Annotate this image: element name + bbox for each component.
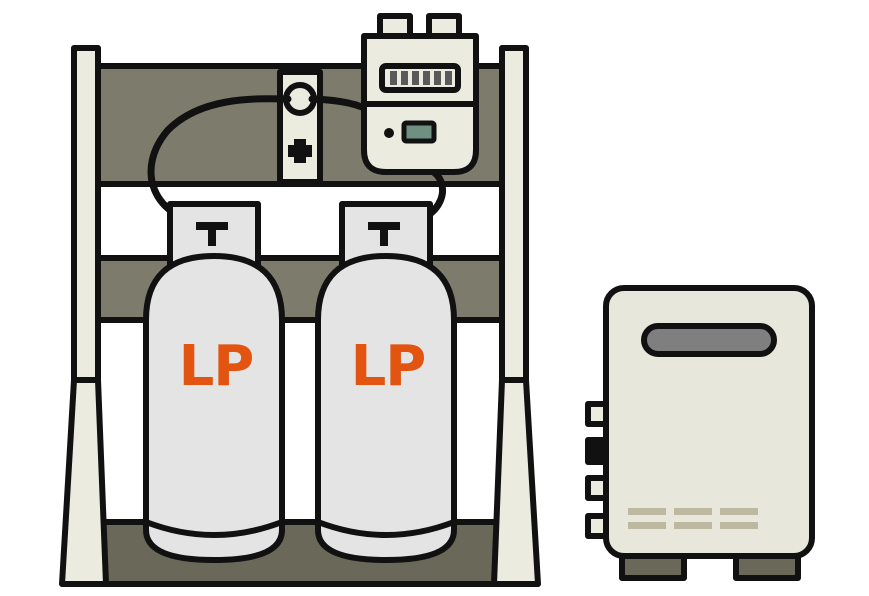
regulator-cross-icon: [288, 139, 312, 163]
meter-indicator-dot: [384, 128, 394, 138]
meter-status-window: [401, 120, 437, 144]
gas-meter-icon: [361, 13, 479, 175]
heater-exhaust-slot: [641, 323, 777, 357]
cylinder-1-valve: [196, 222, 228, 246]
meter-counter-digits: [390, 71, 452, 85]
rack-right-foot: [491, 377, 541, 587]
water-heater-icon: [585, 285, 815, 581]
lp-gas-cylinder-icon: LP: [143, 201, 285, 563]
regulator-valve-icon: [277, 69, 323, 185]
cylinder-2-label: LP: [351, 334, 426, 399]
cylinder-1-label: LP: [179, 334, 254, 399]
rack-right-post: [499, 45, 529, 411]
cylinder-2-body: [315, 253, 457, 563]
cylinder-2-band: [316, 519, 456, 538]
heater-vents: [628, 508, 758, 529]
cylinder-1-band: [144, 519, 284, 538]
rack-left-foot: [59, 377, 109, 587]
cylinder-2-valve: [368, 222, 400, 246]
lp-gas-cylinder-icon: LP: [315, 201, 457, 563]
rack-left-post: [71, 45, 101, 411]
cylinder-1-body: [143, 253, 285, 563]
